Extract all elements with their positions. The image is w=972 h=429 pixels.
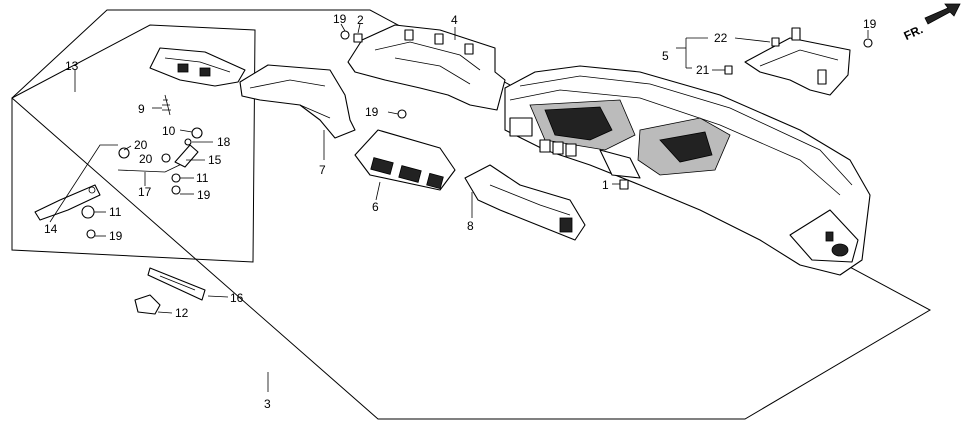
callout-21: 21: [696, 63, 710, 77]
callout-1: 1: [602, 178, 609, 192]
callout-8: 8: [467, 219, 474, 233]
callout-12: 12: [175, 306, 189, 320]
callout-19a: 19: [333, 12, 347, 26]
fasteners: [81, 30, 873, 239]
callout-13: 13: [65, 59, 79, 73]
callout-18: 18: [217, 135, 231, 149]
callout-4: 4: [451, 13, 458, 27]
leader-lines: [49, 23, 869, 392]
side-bracket: [744, 27, 851, 96]
callout-20b: 20: [139, 152, 153, 166]
screw-19d: [86, 229, 96, 239]
callout-19e: 19: [863, 17, 877, 31]
clip-18: [184, 138, 192, 146]
spring-9: [152, 94, 171, 116]
arm-15: [174, 144, 199, 168]
callout-15: 15: [208, 153, 222, 167]
nut-10: [191, 127, 203, 139]
screw-19c: [171, 185, 181, 195]
callout-3: 3: [264, 397, 271, 411]
callout-10: 10: [162, 124, 176, 138]
callout-22: 22: [714, 31, 728, 45]
dashboard-panel: [504, 65, 871, 276]
callout-19c: 19: [197, 188, 211, 202]
callout-14: 14: [44, 222, 58, 236]
screw-19a: [340, 30, 350, 40]
clip-20a: [118, 147, 130, 159]
left-duct-assembly: [149, 47, 246, 87]
callout-20a: 20: [134, 138, 148, 152]
nut-11b: [81, 205, 95, 219]
clip-22: [771, 37, 780, 47]
callout-numbers: 19 2 4 22 5 21 19 13 9 19 10 18 20 20 15…: [44, 12, 877, 411]
lever-14: [34, 184, 101, 221]
screw-19b: [397, 109, 407, 119]
callout-9: 9: [138, 102, 145, 116]
clip-20b: [161, 153, 171, 163]
callout-11a: 11: [196, 171, 209, 185]
callout-11b: 11: [109, 205, 122, 219]
clip-2: [353, 33, 363, 43]
center-vent: [354, 129, 456, 191]
callout-5: 5: [662, 49, 669, 63]
callout-19d: 19: [109, 229, 123, 243]
plug-12: [134, 294, 161, 315]
defroster-duct: [239, 64, 356, 139]
assembly-outline: [11, 9, 932, 420]
clip-1: [619, 179, 629, 190]
callout-2: 2: [357, 13, 364, 27]
subassembly-outline: [11, 24, 256, 263]
upper-bracket: [347, 24, 506, 111]
callout-6: 6: [372, 200, 379, 214]
callout-17: 17: [138, 185, 152, 199]
front-direction-label: FR.: [902, 22, 925, 43]
screw-19e: [863, 38, 873, 48]
callout-16: 16: [230, 291, 244, 305]
side-duct: [464, 164, 586, 241]
plate-16: [147, 267, 206, 301]
front-direction-arrow-icon: FR.: [902, 3, 961, 43]
clip-21: [724, 65, 733, 75]
callout-7: 7: [319, 163, 326, 177]
nut-11a: [171, 173, 181, 183]
callout-19b: 19: [365, 105, 379, 119]
